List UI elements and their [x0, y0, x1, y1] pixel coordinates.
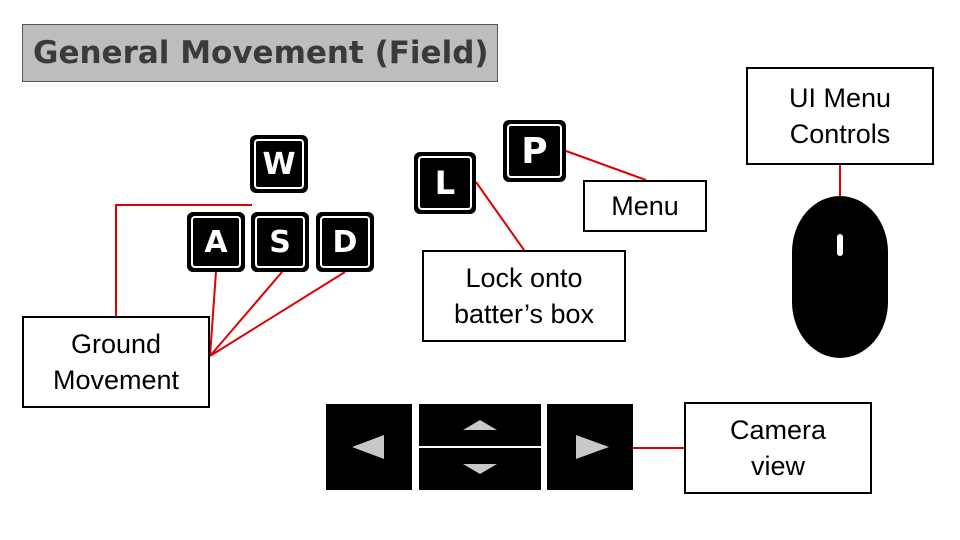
left-arrow-icon: [352, 435, 384, 459]
key-s: S: [251, 212, 309, 272]
left-arrow-key: [326, 404, 412, 490]
page-title: General Movement (Field): [22, 24, 498, 82]
connector-a-ground: [209, 271, 217, 357]
key-d: D: [316, 212, 374, 272]
label-ground-movement: Ground Movement: [22, 316, 210, 408]
up-arrow-icon: [463, 420, 497, 430]
connector-d-ground: [209, 271, 346, 357]
key-p: P: [503, 120, 566, 182]
right-arrow-key: [547, 404, 633, 490]
label-camera-view: Camera view: [684, 402, 872, 494]
key-l: L: [414, 152, 476, 214]
label-ui-menu-controls: UI Menu Controls: [746, 67, 934, 165]
connector-p-menu: [565, 150, 647, 181]
connector-w-ground: [115, 204, 252, 316]
connector-s-ground: [209, 271, 283, 357]
right-arrow-icon: [576, 435, 609, 459]
up-down-arrow-key: [419, 404, 541, 490]
mouse-icon: [792, 196, 888, 358]
connector-l-lock: [475, 181, 525, 251]
down-arrow-icon: [463, 464, 497, 474]
key-a: A: [187, 212, 245, 272]
key-w: W: [250, 135, 308, 193]
label-menu: Menu: [583, 180, 707, 232]
label-lock-onto: Lock onto batter’s box: [422, 250, 626, 342]
